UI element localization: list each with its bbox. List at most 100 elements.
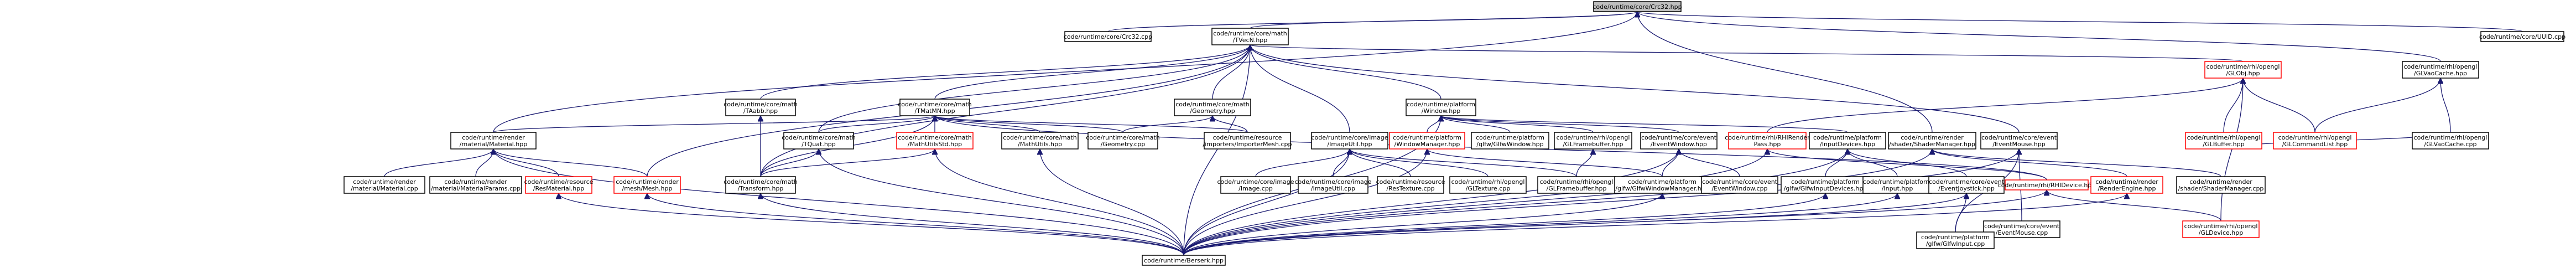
node-box[interactable] (899, 99, 970, 116)
node-eventwindow-cpp[interactable]: code/runtime/core/event/EventWindow.cpp (1701, 176, 1778, 194)
node-renderengine-hpp[interactable]: code/runtime/render/RenderEngine.hpp (2090, 176, 2163, 194)
node-imageutil-hpp[interactable]: code/runtime/core/image/ImageUtil.hpp (1311, 132, 1388, 150)
node-box[interactable] (1377, 176, 1444, 194)
node-box[interactable] (1174, 99, 1251, 116)
node-box[interactable] (1781, 176, 1870, 194)
node-box[interactable] (1593, 1, 1682, 12)
node-box[interactable] (344, 176, 425, 194)
node-box[interactable] (2185, 132, 2262, 150)
node-materialparams-cpp[interactable]: code/runtime/render/material/MaterialPar… (429, 176, 522, 194)
node-box[interactable] (1298, 176, 1368, 194)
node-box[interactable] (1862, 176, 1932, 194)
node-box[interactable] (783, 132, 854, 150)
node-box[interactable] (1449, 176, 1527, 194)
node-box[interactable] (1001, 132, 1079, 150)
node-uuid-cpp[interactable]: code/runtime/core/UUID.cpp (2479, 31, 2565, 42)
node-box[interactable] (1406, 99, 1476, 116)
node-eventwindow-hpp[interactable]: code/runtime/core/event/EventWindow.hpp (1640, 132, 1718, 150)
node-berserk-hpp[interactable]: code/runtime/Berserk.hpp (1142, 255, 1226, 266)
node-glcommandlist-hpp[interactable]: code/runtime/rhi/opengl/GLCommandList.hp… (2273, 132, 2357, 150)
node-box[interactable] (2412, 132, 2489, 150)
node-resmaterial-hpp[interactable]: code/runtime/resource/ResMaterial.hpp (524, 176, 594, 194)
node-box[interactable] (2182, 220, 2260, 238)
node-box[interactable] (1554, 132, 1632, 150)
node-box[interactable] (2005, 179, 2089, 190)
node-box[interactable] (1983, 220, 2060, 238)
node-box[interactable] (450, 132, 537, 150)
node-crc32-cpp[interactable]: code/runtime/core/Crc32.cpp (1064, 31, 1152, 42)
node-box[interactable] (2090, 176, 2163, 194)
node-box[interactable] (1701, 176, 1778, 194)
node-glframebuffer-hpp-a[interactable]: code/runtime/rhi/opengl/GLFramebuffer.hp… (1554, 132, 1632, 150)
node-imageutil-cpp[interactable]: code/runtime/core/image/ImageUtil.cpp (1294, 176, 1372, 194)
node-box[interactable] (1311, 132, 1388, 150)
node-shadermanager-cpp[interactable]: code/runtime/render/shader/ShaderManager… (2176, 176, 2266, 194)
node-box[interactable] (725, 99, 796, 116)
node-box[interactable] (725, 176, 796, 194)
node-glvaocache-hpp[interactable]: code/runtime/rhi/opengl/GLVaoCache.hpp (2402, 61, 2479, 79)
node-window-hpp[interactable]: code/runtime/platform/Window.hpp (1406, 99, 1476, 116)
node-box[interactable] (1142, 255, 1226, 266)
node-box[interactable] (1064, 31, 1152, 42)
node-taabb-hpp[interactable]: code/runtime/core/math/TAabb.hpp (724, 99, 798, 116)
node-glvaocache-cpp[interactable]: code/runtime/rhi/opengl/GLVaoCache.cpp (2412, 132, 2489, 150)
node-crc32-hpp[interactable]: code/runtime/core/Crc32.hpp (1593, 1, 1682, 12)
node-input-hpp[interactable]: code/runtime/platform/Input.hpp (1862, 176, 1932, 194)
node-rhidevice-hpp[interactable]: code/runtime/rhi/RHIDevice.hpp (1998, 179, 2096, 190)
node-box[interactable] (1916, 231, 1995, 249)
node-box[interactable] (2204, 61, 2282, 79)
node-box[interactable] (1980, 132, 2058, 150)
node-box[interactable] (613, 176, 681, 194)
node-globj-hpp[interactable]: code/runtime/rhi/opengl/GLObj.hpp (2204, 61, 2282, 79)
node-box[interactable] (1640, 132, 1718, 150)
node-material-cpp[interactable]: code/runtime/render/material/Material.cp… (344, 176, 425, 194)
node-transform-hpp[interactable]: code/runtime/core/math/Transform.hpp (724, 176, 798, 194)
node-box[interactable] (2402, 61, 2479, 79)
node-geometry-cpp[interactable]: code/runtime/core/math/Geometry.cpp (1086, 132, 1160, 150)
node-box[interactable] (896, 132, 974, 150)
node-glfwwindowmanager-hpp[interactable]: code/runtime/platform/glfw/GlfwWindowMan… (1614, 176, 1710, 194)
node-box[interactable] (1614, 176, 1710, 194)
node-mathutilstd-hpp[interactable]: code/runtime/core/math/MathUtilsStd.hpp (896, 132, 974, 150)
node-box[interactable] (1537, 176, 1616, 194)
node-box[interactable] (429, 176, 522, 194)
node-eventjoystick-hpp[interactable]: code/runtime/core/event/EventJoystick.hp… (1928, 176, 2005, 194)
node-image-cpp[interactable]: code/runtime/core/image/Image.cpp (1217, 176, 1294, 194)
node-box[interactable] (2480, 31, 2564, 42)
node-glbuffer-hpp[interactable]: code/runtime/rhi/opengl/GLBuffer.hpp (2185, 132, 2262, 150)
node-box[interactable] (1389, 132, 1465, 150)
node-eventmouse-hpp[interactable]: code/runtime/core/event/EventMouse.hpp (1980, 132, 2058, 150)
node-restexture-cpp[interactable]: code/runtime/resource/ResTexture.cpp (1376, 176, 1445, 194)
node-box[interactable] (2273, 132, 2357, 150)
node-geometry-hpp[interactable]: code/runtime/core/math/Geometry.hpp (1174, 99, 1251, 116)
node-box[interactable] (1888, 132, 1976, 150)
node-box[interactable] (2176, 176, 2266, 194)
node-box[interactable] (525, 176, 592, 194)
node-material-hpp[interactable]: code/runtime/render/material/Material.hp… (450, 132, 537, 150)
node-tmatmn-hpp[interactable]: code/runtime/core/math/TMatMN.hpp (898, 99, 972, 116)
node-importermesh-cpp[interactable]: code/runtime/resource/importers/Importer… (1203, 132, 1292, 150)
node-shadermanager-hpp[interactable]: code/runtime/render/shader/ShaderManager… (1888, 132, 1976, 150)
node-mathutils-hpp[interactable]: code/runtime/core/math/MathUtils.hpp (1001, 132, 1079, 150)
node-box[interactable] (1471, 132, 1549, 150)
node-tvecn-hpp[interactable]: code/runtime/core/math/TVecN.hpp (1211, 28, 1289, 45)
node-box[interactable] (1809, 132, 1886, 150)
node-windowmanager-hpp[interactable]: code/runtime/platform/WindowManager.hpp (1389, 132, 1465, 150)
node-box[interactable] (1087, 132, 1158, 150)
node-glfwinputdevices-hpp[interactable]: code/runtime/platform/glfw/GlfwInputDevi… (1781, 176, 1870, 194)
node-box[interactable] (1928, 176, 2005, 194)
node-box[interactable] (1220, 176, 1291, 194)
node-eventmouse-cpp[interactable]: code/runtime/core/event/EventMouse.cpp (1983, 220, 2060, 238)
node-box[interactable] (1728, 132, 1807, 150)
node-box[interactable] (1211, 28, 1289, 45)
node-glframebuffer-hpp-b[interactable]: code/runtime/rhi/opengl/GLFramebuffer.hp… (1537, 176, 1616, 194)
node-glfwinput-cpp[interactable]: code/runtime/platform/glfw/GlfwInput.cpp (1916, 231, 1995, 249)
node-tquat-hpp[interactable]: code/runtime/core/math/TQuat.hpp (782, 132, 856, 150)
node-gldevice-hpp[interactable]: code/runtime/rhi/opengl/GLDevice.hpp (2182, 220, 2260, 238)
node-mesh-hpp[interactable]: code/runtime/render/mesh/Mesh.hpp (613, 176, 681, 194)
node-gltexture-cpp[interactable]: code/runtime/rhi/opengl/GLTexture.cpp (1449, 176, 1527, 194)
node-inputdevices-hpp[interactable]: code/runtime/platform/InputDevices.hpp (1809, 132, 1886, 150)
node-box[interactable] (1204, 132, 1291, 150)
node-glfwwindow-hpp[interactable]: code/runtime/platform/glfw/GlfwWindow.hp… (1471, 132, 1549, 150)
